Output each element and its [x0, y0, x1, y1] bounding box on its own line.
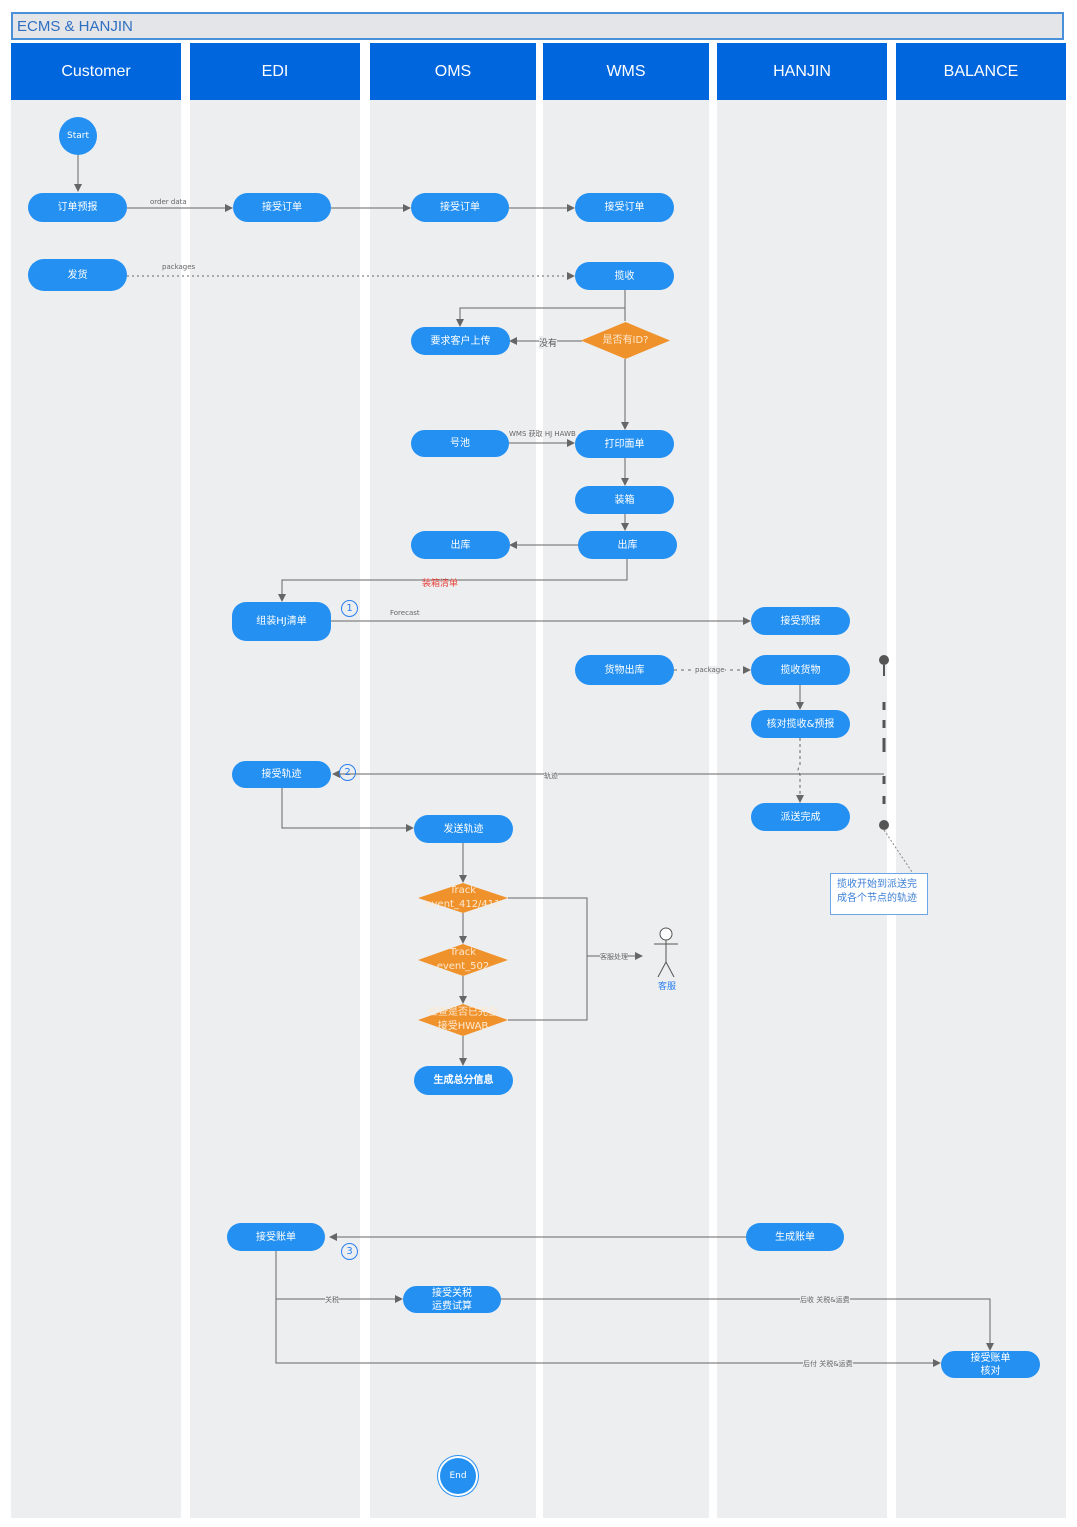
edge-label-forecast: Forecast [390, 609, 420, 617]
lane-header-edi: EDI [190, 43, 360, 100]
node-wms-receive-order: 接受订单 [575, 193, 674, 222]
node-ship: 发货 [28, 259, 127, 291]
node-assemble-list: 组装HJ清单 [232, 602, 331, 641]
node-wms-outbound: 出库 [578, 531, 677, 559]
node-oms-outbound: 出库 [411, 531, 510, 559]
node-packing: 装箱 [575, 486, 674, 514]
node-receive-forecast: 接受预报 [751, 607, 850, 635]
lane-header-wms: WMS [543, 43, 709, 100]
edge-label-package: package [695, 666, 725, 674]
lane-bg-customer [11, 100, 181, 1518]
diagram-title-bar: ECMS & HANJIN [11, 12, 1064, 40]
edge-label-packages: packages [162, 263, 196, 271]
lane-header-customer: Customer [11, 43, 181, 100]
node-number-pool: 号池 [411, 430, 509, 457]
edge-label-tariff: 关税 [325, 1295, 339, 1305]
node-summary: 生成总分信息 [414, 1066, 513, 1095]
node-order-report: 订单预报 [28, 193, 127, 222]
node-receive-track: 接受轨迹 [232, 761, 331, 788]
node-generate-bill: 生成账单 [746, 1223, 844, 1251]
node-pickup: 揽收 [575, 262, 674, 290]
node-verify: 核对揽收&预报 [751, 710, 850, 738]
node-pickup-goods: 揽收货物 [751, 655, 850, 685]
edge-label-post-tax: 后收 关税&运费 [800, 1295, 850, 1305]
customer-service-figure [654, 927, 678, 978]
edge-label-order-data: order data [150, 198, 187, 206]
decision-check-hwab: 检查是否已完全 接受HWAB [418, 1004, 508, 1036]
node-receive-tax: 接受关税 运费试算 [403, 1286, 501, 1313]
node-edi-receive-order: 接受订单 [233, 193, 331, 222]
node-receive-bill: 接受账单 [227, 1223, 325, 1251]
node-send-track: 发送轨迹 [414, 815, 513, 843]
lane-header-hanjin: HANJIN [717, 43, 887, 100]
customer-service-label: 客服 [658, 982, 677, 992]
node-delivered: 派送完成 [751, 803, 850, 831]
decision-track-412: Track event_412/411 [418, 883, 508, 913]
step-marker-3: 3 [341, 1243, 358, 1260]
node-goods-outbound: 货物出库 [575, 655, 674, 685]
end-node: End [440, 1458, 476, 1494]
edge-label-wms-get: WMS 获取 HJ HAWB [509, 430, 576, 438]
edge-label-track: 轨迹 [544, 771, 558, 781]
start-node: Start [59, 117, 97, 155]
edge-label-no: 没有 [539, 336, 558, 349]
node-oms-receive-order: 接受订单 [411, 193, 509, 222]
decision-has-id: 是否有ID? [581, 322, 670, 359]
lane-bg-balance [896, 100, 1066, 1518]
decision-track-502: Track event_502 [418, 944, 508, 976]
edge-label-packing-list: 装箱清单 [422, 579, 459, 589]
edge-label-post-pay: 后付 关税&运费 [803, 1359, 853, 1369]
lane-bg-edi [190, 100, 360, 1518]
edge-label-cs-handle: 客服处理 [600, 952, 628, 962]
node-ask-upload: 要求客户上传 [411, 327, 510, 355]
lane-header-balance: BALANCE [896, 43, 1066, 100]
step-marker-2: 2 [339, 764, 356, 781]
step-marker-1: 1 [341, 600, 358, 617]
node-print-label: 打印面单 [575, 430, 674, 458]
lane-header-oms: OMS [370, 43, 536, 100]
timeline-note: 揽收开始到派送完 成各个节点的轨迹 [830, 873, 928, 915]
diagram-title: ECMS & HANJIN [17, 18, 133, 35]
node-verify-bill: 接受账单 核对 [941, 1351, 1040, 1378]
